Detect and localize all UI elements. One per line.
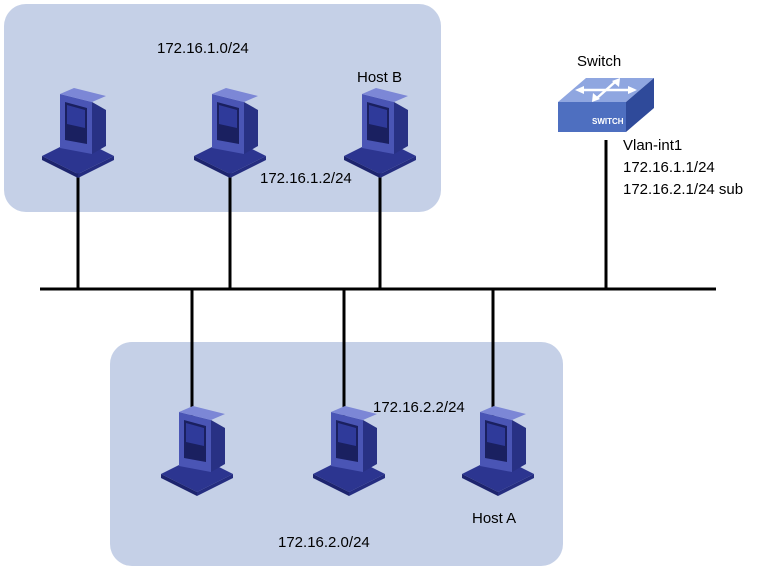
subnet-bottom-label: 172.16.2.0/24	[278, 534, 370, 551]
subnet-top-label: 172.16.1.0/24	[157, 40, 249, 57]
switch-ip-primary: 172.16.1.1/24	[623, 159, 715, 176]
drop-lines	[76, 140, 608, 420]
host-a-name: Host A	[472, 510, 516, 527]
switch-badge: SWITCH	[592, 117, 624, 126]
host-b-name: Host B	[357, 69, 402, 86]
switch-name: Switch	[577, 53, 621, 70]
switch-ip-sub: 172.16.2.1/24 sub	[623, 181, 743, 198]
switch-icon[interactable]: SWITCH	[558, 78, 654, 132]
host-b-ip: 172.16.1.2/24	[260, 170, 352, 187]
switch-interface: Vlan-int1	[623, 137, 682, 154]
host-a-ip: 172.16.2.2/24	[373, 399, 465, 416]
